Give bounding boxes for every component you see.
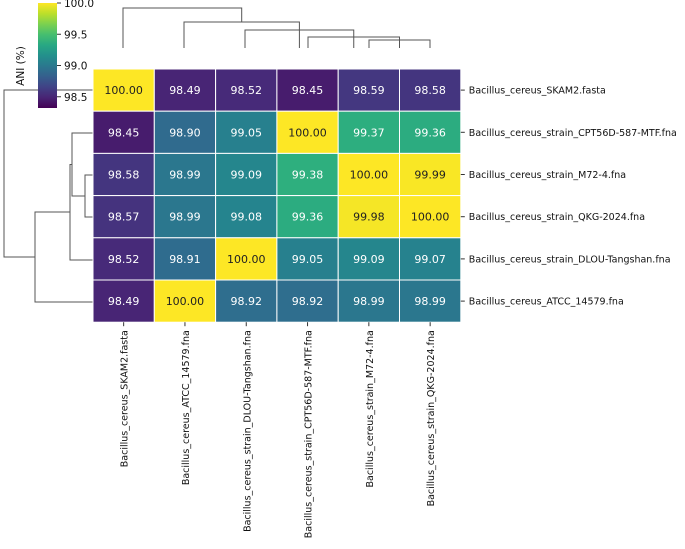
cell-value-label: 99.99 (414, 169, 446, 182)
cell-value-label: 98.99 (353, 295, 385, 308)
cell-value-label: 100.00 (350, 169, 389, 182)
heatmap-cell (153, 110, 217, 154)
heatmap-cell (337, 152, 401, 197)
column-label: Bacillus_cereus_strain_QKG-2024.fna (426, 330, 437, 506)
heatmap-cell (215, 68, 278, 112)
cell-value-label: 98.99 (169, 169, 201, 182)
cell-value-label: 98.99 (414, 295, 446, 308)
column-dendrogram-link (122, 7, 243, 48)
colorbar-tick-label: 98.5 (64, 92, 87, 104)
heatmap-cell (337, 279, 401, 323)
cell-value-label: 99.09 (353, 253, 385, 266)
cell-value-label: 98.49 (169, 84, 201, 97)
cell-value-label: 98.90 (169, 126, 201, 139)
row-dendrogram-link (3, 89, 93, 258)
colorbar-scale (38, 3, 57, 108)
heatmap-cell (92, 152, 155, 197)
cell-value-label: 100.00 (288, 126, 327, 139)
cell-value-label: 99.98 (353, 211, 385, 224)
heatmap-cell (399, 195, 462, 239)
cell-value-label: 99.36 (292, 211, 324, 224)
heatmap-cell (153, 68, 217, 112)
heatmap-cell (276, 195, 339, 239)
heatmap-cell (276, 152, 339, 197)
cell-value-label: 98.92 (231, 295, 263, 308)
column-labels: Bacillus_cereus_SKAM2.fasta Bacillus_cere… (120, 322, 437, 538)
colorbar-tick-label: 100.0 (64, 0, 94, 10)
cell-value-label: 98.58 (414, 84, 446, 97)
heatmap-cell (276, 110, 339, 154)
cell-value-label: 99.09 (231, 169, 263, 182)
cell-value-label: 98.45 (108, 126, 140, 139)
cell-value-label: 98.49 (108, 295, 140, 308)
colorbar-label: ANI (%) (15, 46, 27, 86)
heatmap-cell (215, 110, 278, 154)
colorbar: ANI (%) 100.0 99.5 99.0 98.5 (15, 0, 94, 108)
cell-value-label: 99.05 (292, 253, 324, 266)
row-dendrogram (3, 89, 93, 303)
heatmap-cell (215, 195, 278, 239)
column-label: Bacillus_cereus_SKAM2.fasta (120, 330, 131, 467)
heatmap-cell (399, 152, 462, 197)
heatmap-cell (153, 152, 217, 197)
heatmap-cell (337, 237, 401, 281)
row-label: Bacillus_cereus_strain_DLOU-Tangshan.fna (469, 254, 671, 265)
column-dendrogram-link (183, 21, 300, 48)
row-label: Bacillus_cereus_strain_QKG-2024.fna (469, 212, 645, 223)
cell-value-label: 98.45 (292, 84, 324, 97)
heatmap-cell (92, 237, 155, 281)
cell-value-label: 98.52 (108, 253, 140, 266)
cell-value-label: 99.05 (231, 126, 263, 139)
cell-value-label: 99.37 (353, 126, 385, 139)
row-dendrogram-link (69, 164, 93, 261)
row-labels: Bacillus_cereus_SKAM2.fastaBacillus_cere… (460, 86, 677, 308)
cell-value-label: 99.36 (414, 126, 446, 139)
cell-value-label: 100.00 (411, 211, 450, 224)
cell-value-label: 98.92 (292, 295, 324, 308)
column-label: Bacillus_cereus_strain_DLOU-Tangshan.fna (242, 330, 253, 532)
row-label: Bacillus_cereus_strain_M72-4.fna (469, 170, 626, 181)
heatmap-cell (153, 237, 217, 281)
heatmap-cell (92, 195, 155, 239)
heatmap-cell (337, 195, 401, 239)
cell-value-label: 98.99 (169, 211, 201, 224)
row-dendrogram-link (84, 174, 93, 218)
colorbar-tick-label: 99.5 (64, 29, 87, 41)
heatmap-cell (215, 152, 278, 197)
cell-value-label: 98.91 (169, 253, 201, 266)
heatmap-grid: 100.00 98.49 98.52 98.45 98.59 98.58 98.45 98.9… (92, 68, 462, 323)
row-label: Bacillus_cereus_ATCC_14579.fna (469, 297, 624, 308)
cell-value-label: 99.08 (231, 211, 263, 224)
row-label: Bacillus_cereus_strain_CPT56D-587-MTF.fn… (469, 128, 677, 139)
column-label: Bacillus_cereus_strain_M72-4.fna (365, 330, 376, 487)
heatmap-cell (92, 279, 155, 323)
heatmap-cell (399, 110, 462, 154)
column-dendrogram (122, 7, 431, 48)
cell-value-label: 98.57 (108, 211, 140, 224)
cell-value-label: 99.38 (292, 169, 324, 182)
heatmap-cell (92, 68, 155, 112)
cell-value-label: 100.00 (166, 295, 205, 308)
row-label: Bacillus_cereus_SKAM2.fasta (469, 86, 606, 97)
colorbar-tick-label: 99.0 (64, 61, 87, 73)
cell-value-label: 98.52 (231, 84, 263, 97)
column-label: Bacillus_cereus_ATCC_14579.fna (181, 330, 192, 485)
column-label: Bacillus_cereus_strain_CPT56D-587-MTF.fn… (304, 330, 315, 538)
row-dendrogram-link (34, 211, 93, 303)
heatmap-cell (399, 237, 462, 281)
cell-value-label: 98.58 (108, 169, 140, 182)
cell-value-label: 98.59 (353, 84, 385, 97)
cell-value-label: 99.07 (414, 253, 446, 266)
row-dendrogram-link (71, 132, 93, 197)
cell-value-label: 100.00 (227, 253, 266, 266)
cell-value-label: 100.00 (104, 84, 143, 97)
